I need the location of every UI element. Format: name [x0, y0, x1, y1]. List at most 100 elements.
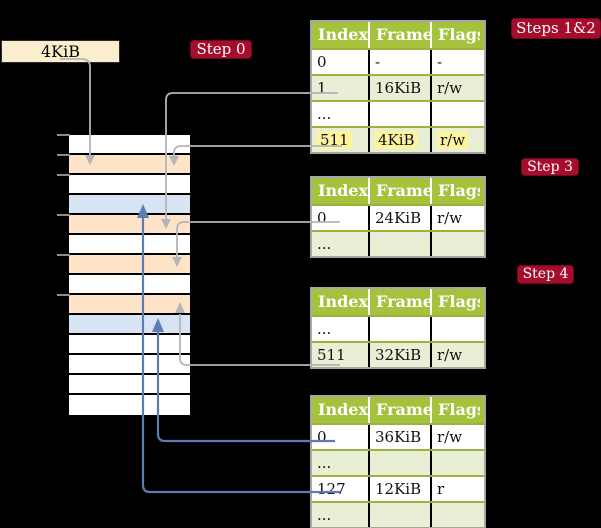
- table-cell: r/w: [430, 343, 480, 367]
- table-cell: 16KiB: [368, 76, 430, 100]
- badge-steps-1-2: Steps 1&2: [511, 18, 601, 39]
- table-header-cell: Frame: [368, 397, 430, 423]
- table-cell: 32KiB: [368, 343, 430, 367]
- memory-tick-2: [57, 174, 70, 176]
- table-cell: [430, 232, 480, 256]
- table-header-cell: Frame: [368, 289, 430, 315]
- table-cell: [368, 503, 430, 527]
- table-cell: 1: [317, 79, 327, 97]
- table-header-cell: Index: [318, 25, 368, 44]
- table-cell: [368, 451, 430, 475]
- table-header-cell: Flags: [430, 22, 480, 48]
- table-header-cell: Index: [318, 181, 368, 200]
- table-cell: [368, 232, 430, 256]
- table-row: ...: [312, 501, 484, 527]
- badge-step-4: Step 4: [517, 265, 574, 284]
- table-cell: 127: [317, 480, 346, 498]
- memory-row-5: [69, 235, 190, 255]
- memory-row-3: [69, 195, 190, 215]
- table-cell: [368, 317, 430, 341]
- table-cell: -: [368, 50, 430, 74]
- table-cell: 12KiB: [368, 477, 430, 501]
- memory-row-8: [69, 295, 190, 315]
- memory-tick-4: [57, 254, 70, 256]
- table-row: ...: [312, 230, 484, 256]
- table-cell: [430, 503, 480, 527]
- table-cell: 4KiB: [368, 128, 430, 152]
- memory-tick-3: [57, 214, 70, 216]
- badge-step-3-label: Step 3: [527, 159, 573, 175]
- memory-row-6: [69, 255, 190, 275]
- memory-row-10: [69, 335, 190, 355]
- table-cell: [368, 102, 430, 126]
- memory-row-1: [69, 155, 190, 175]
- table-header-cell: Index: [318, 292, 368, 311]
- table-cell: 0: [317, 53, 327, 71]
- table-cell: ...: [317, 105, 332, 123]
- highlighted-value: 511: [317, 131, 352, 149]
- table-cell: -: [430, 50, 480, 74]
- table-header-cell: Frame: [368, 178, 430, 204]
- table-row: ...: [312, 100, 484, 126]
- table-header-cell: Flags: [430, 397, 480, 423]
- table-cell: 511: [312, 128, 368, 152]
- memory-tick-5: [57, 294, 70, 296]
- table-row: ...: [312, 449, 484, 475]
- table-cell: r/w: [430, 128, 480, 152]
- table-cell: r/w: [430, 425, 480, 449]
- table-header-cell: Frame: [368, 22, 430, 48]
- badge-step-3: Step 3: [521, 158, 579, 176]
- table-header-cell: Flags: [430, 178, 480, 204]
- table-cell: [430, 317, 480, 341]
- memory-row-12: [69, 375, 190, 395]
- table-cell: r/w: [430, 206, 480, 230]
- table-cell: 0: [317, 209, 327, 227]
- table-cell: r/w: [430, 76, 480, 100]
- table-cell: r: [430, 477, 480, 501]
- table-cell: 511: [317, 346, 346, 364]
- table-row: ...: [312, 315, 484, 341]
- badge-steps-1-2-label: Steps 1&2: [516, 19, 596, 37]
- table-header-row: IndexFrameFlags: [312, 289, 484, 315]
- badge-step-4-label: Step 4: [522, 266, 569, 282]
- table-cell: ...: [317, 235, 332, 253]
- table-cell: ...: [317, 506, 332, 524]
- table-cell: 24KiB: [368, 206, 430, 230]
- badge-step-0-label: Step 0: [196, 40, 246, 58]
- badge-step-0: Step 0: [190, 40, 252, 59]
- table-header-cell: Index: [318, 400, 368, 419]
- table-cell: [430, 102, 480, 126]
- frame-address-box: 4KiB: [1, 40, 120, 63]
- memory-tick-1: [57, 154, 70, 156]
- highlighted-value: 4KiB: [375, 131, 418, 149]
- memory-row-13: [69, 395, 190, 415]
- memory-row-4: [69, 215, 190, 235]
- table-cell: ...: [317, 454, 332, 472]
- page-table-level3: IndexFrameFlags 0 24KiBr/w...: [310, 176, 486, 258]
- table-row: 511 4KiB r/w: [312, 126, 484, 152]
- table-cell: 0: [317, 428, 327, 446]
- table-header-cell: Flags: [430, 289, 480, 315]
- highlighted-value: r/w: [437, 131, 469, 149]
- table-cell: ...: [317, 320, 332, 338]
- memory-row-11: [69, 355, 190, 375]
- memory-row-2: [69, 175, 190, 195]
- table-header-row: IndexFrameFlags: [312, 397, 484, 423]
- table-cell: [430, 451, 480, 475]
- memory-row-7: [69, 275, 190, 295]
- table-cell: 36KiB: [368, 425, 430, 449]
- memory-row-0: [69, 135, 190, 155]
- memory-tick-0: [57, 134, 70, 136]
- memory-row-9: [69, 315, 190, 335]
- table-header-row: IndexFrameFlags: [312, 22, 484, 48]
- table-row: 0 --: [312, 48, 484, 74]
